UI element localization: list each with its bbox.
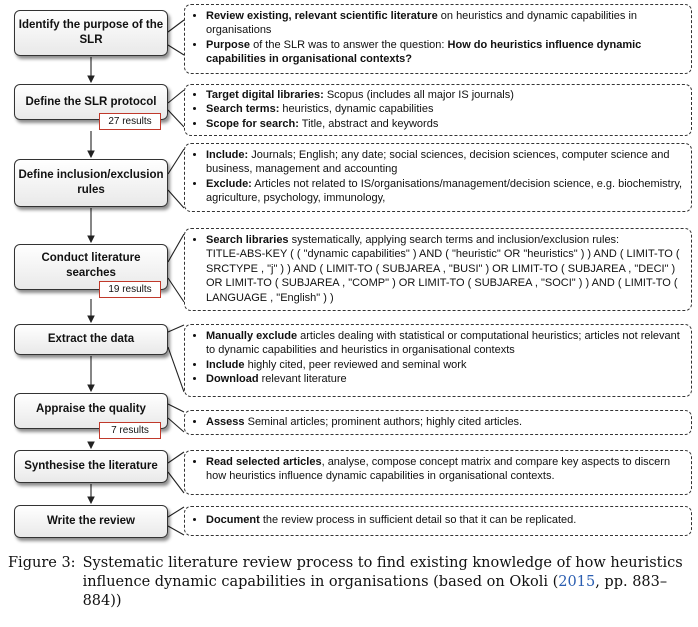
link-line xyxy=(167,19,185,33)
step-define-rules: Define inclusion/exclusion rules xyxy=(14,159,168,207)
detail-box-protocol: Target digital libraries: Scopus (includ… xyxy=(184,84,692,136)
detail-box-synthesise: Read selected articles, analyse, compose… xyxy=(184,450,692,495)
link-line xyxy=(167,451,185,464)
detail-box-rules: Include: Journals; English; any date; so… xyxy=(184,143,692,212)
step-conduct-searches: Conduct literature searches xyxy=(14,244,168,290)
detail-item: Document the review process in sufficien… xyxy=(206,513,683,527)
link-line xyxy=(167,525,185,536)
link-line xyxy=(167,109,185,128)
step-label: Synthesise the literature xyxy=(24,460,158,472)
caption-text: Systematic literature review process to … xyxy=(82,555,683,609)
connector-lines xyxy=(87,19,185,536)
detail-item: Search terms: heuristics, dynamic capabi… xyxy=(206,102,683,116)
citation-year-link[interactable]: 2015 xyxy=(558,574,596,590)
detail-box-searches: Search libraries systematically, applyin… xyxy=(184,228,692,311)
step-write-review: Write the review xyxy=(14,505,168,538)
link-line xyxy=(167,233,185,263)
detail-box-purpose: Review existing, relevant scientific lit… xyxy=(184,4,692,74)
link-line xyxy=(167,506,185,518)
link-line xyxy=(167,148,185,175)
link-line xyxy=(167,44,185,56)
detail-item: Include: Journals; English; any date; so… xyxy=(206,148,683,177)
step-extract-data: Extract the data xyxy=(14,324,168,355)
step-label: Appraise the quality xyxy=(36,403,146,415)
detail-item: Exclude: Articles not related to IS/orga… xyxy=(206,177,683,206)
step-label: Extract the data xyxy=(47,333,135,345)
detail-item: Read selected articles, analyse, compose… xyxy=(206,455,683,484)
link-line xyxy=(167,346,185,393)
search-query: TITLE-ABS-KEY ( ( "dynamic capabilities"… xyxy=(206,248,680,304)
figure-caption: Figure 3: Systematic literature review p… xyxy=(8,554,692,611)
step-label: Identify the purpose of the SLR xyxy=(18,19,164,46)
detail-item: Scope for search: Title, abstract and ke… xyxy=(206,117,683,131)
step-identify-purpose: Identify the purpose of the SLR xyxy=(14,10,168,56)
link-line xyxy=(167,471,185,494)
detail-box-appraise: Assess Seminal articles; prominent autho… xyxy=(184,410,692,435)
detail-item: Include highly cited, peer reviewed and … xyxy=(206,358,683,372)
link-line xyxy=(167,324,185,333)
detail-item: Search libraries systematically, applyin… xyxy=(206,233,683,247)
step-label: Define the SLR protocol xyxy=(25,95,157,108)
step-label: Conduct literature searches xyxy=(41,252,141,279)
detail-item: Manually exclude articles dealing with s… xyxy=(206,329,683,358)
link-line xyxy=(167,403,185,413)
link-line xyxy=(167,189,185,209)
detail-item: Assess Seminal articles; prominent autho… xyxy=(206,415,683,429)
detail-item: Target digital libraries: Scopus (includ… xyxy=(206,88,683,102)
step-label: Write the review xyxy=(47,515,135,527)
detail-item: Purpose of the SLR was to answer the que… xyxy=(206,38,683,67)
results-badge: 19 results xyxy=(99,281,161,298)
results-badge: 7 results xyxy=(99,422,161,439)
detail-box-extract: Manually exclude articles dealing with s… xyxy=(184,324,692,397)
detail-box-write: Document the review process in sufficien… xyxy=(184,506,692,536)
link-line xyxy=(167,277,185,303)
detail-item: Download relevant literature xyxy=(206,372,683,386)
link-line xyxy=(167,89,185,104)
detail-item: Review existing, relevant scientific lit… xyxy=(206,9,683,38)
results-badge: 27 results xyxy=(99,113,161,130)
step-synthesise: Synthesise the literature xyxy=(14,450,168,483)
caption-label: Figure 3: xyxy=(8,555,76,571)
step-define-protocol: Define the SLR protocol xyxy=(14,84,168,120)
link-line xyxy=(167,417,185,433)
step-label: Define inclusion/exclusion rules xyxy=(18,169,164,196)
